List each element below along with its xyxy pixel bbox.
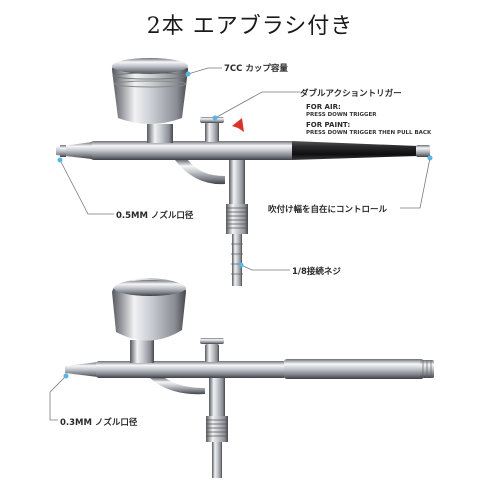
airbrush-top: [56, 58, 430, 286]
label-connector: 1/8接続ネジ: [292, 267, 341, 277]
black-handle: [292, 141, 418, 160]
spray-lever-2: [150, 378, 205, 395]
cup-lid: [112, 58, 188, 74]
cup-stem-2: [130, 340, 154, 363]
hose-connector-2: [212, 442, 222, 478]
callout-lines: [49, 67, 431, 421]
handle-2: [284, 359, 424, 379]
label-for-air-desc: PRESS DOWN TRIGGER: [306, 112, 377, 118]
label-spray-width: 吹付け幅を自在にコントロール: [268, 205, 388, 215]
valve-knurl-2: [206, 416, 228, 442]
body-barrel-2: [96, 361, 286, 378]
trigger-arrow-icon: [232, 118, 244, 132]
label-for-paint-desc: PRESS DOWN TRIGGER THEN PULL BACK: [306, 130, 432, 136]
airbrush-bottom: [65, 278, 434, 478]
nozzle-cap-2: [65, 362, 98, 377]
label-for-paint: FOR PAINT:: [306, 121, 351, 129]
page-title: 2本 エアブラシ付き: [146, 14, 354, 39]
valve-knurl: [226, 204, 248, 234]
trigger: [205, 122, 219, 142]
cup-lid-2: [114, 280, 186, 296]
cup-stem: [147, 124, 173, 143]
nozzle-ring: [60, 145, 66, 157]
trigger-2: [205, 344, 219, 362]
label-nozzle-05: 0.5MM ノズル口径: [116, 211, 194, 221]
air-valve: [229, 160, 245, 204]
label-for-air: FOR AIR:: [306, 103, 341, 111]
label-double-action-trigger: ダブルアクショントリガー: [300, 89, 402, 99]
spray-lever: [175, 160, 225, 185]
label-nozzle-03: 0.3MM ノズル口径: [60, 418, 138, 428]
handle-end-cap: [416, 145, 430, 157]
air-valve-2: [209, 378, 225, 416]
body-barrel: [90, 141, 295, 160]
trigger-top: [200, 117, 224, 123]
label-cup-capacity: 7CC カップ容量: [224, 64, 288, 74]
paint-cup: [111, 58, 189, 124]
hose-connector: [232, 234, 242, 286]
trigger-top-2: [200, 338, 224, 344]
callout-dots: [57, 71, 433, 379]
